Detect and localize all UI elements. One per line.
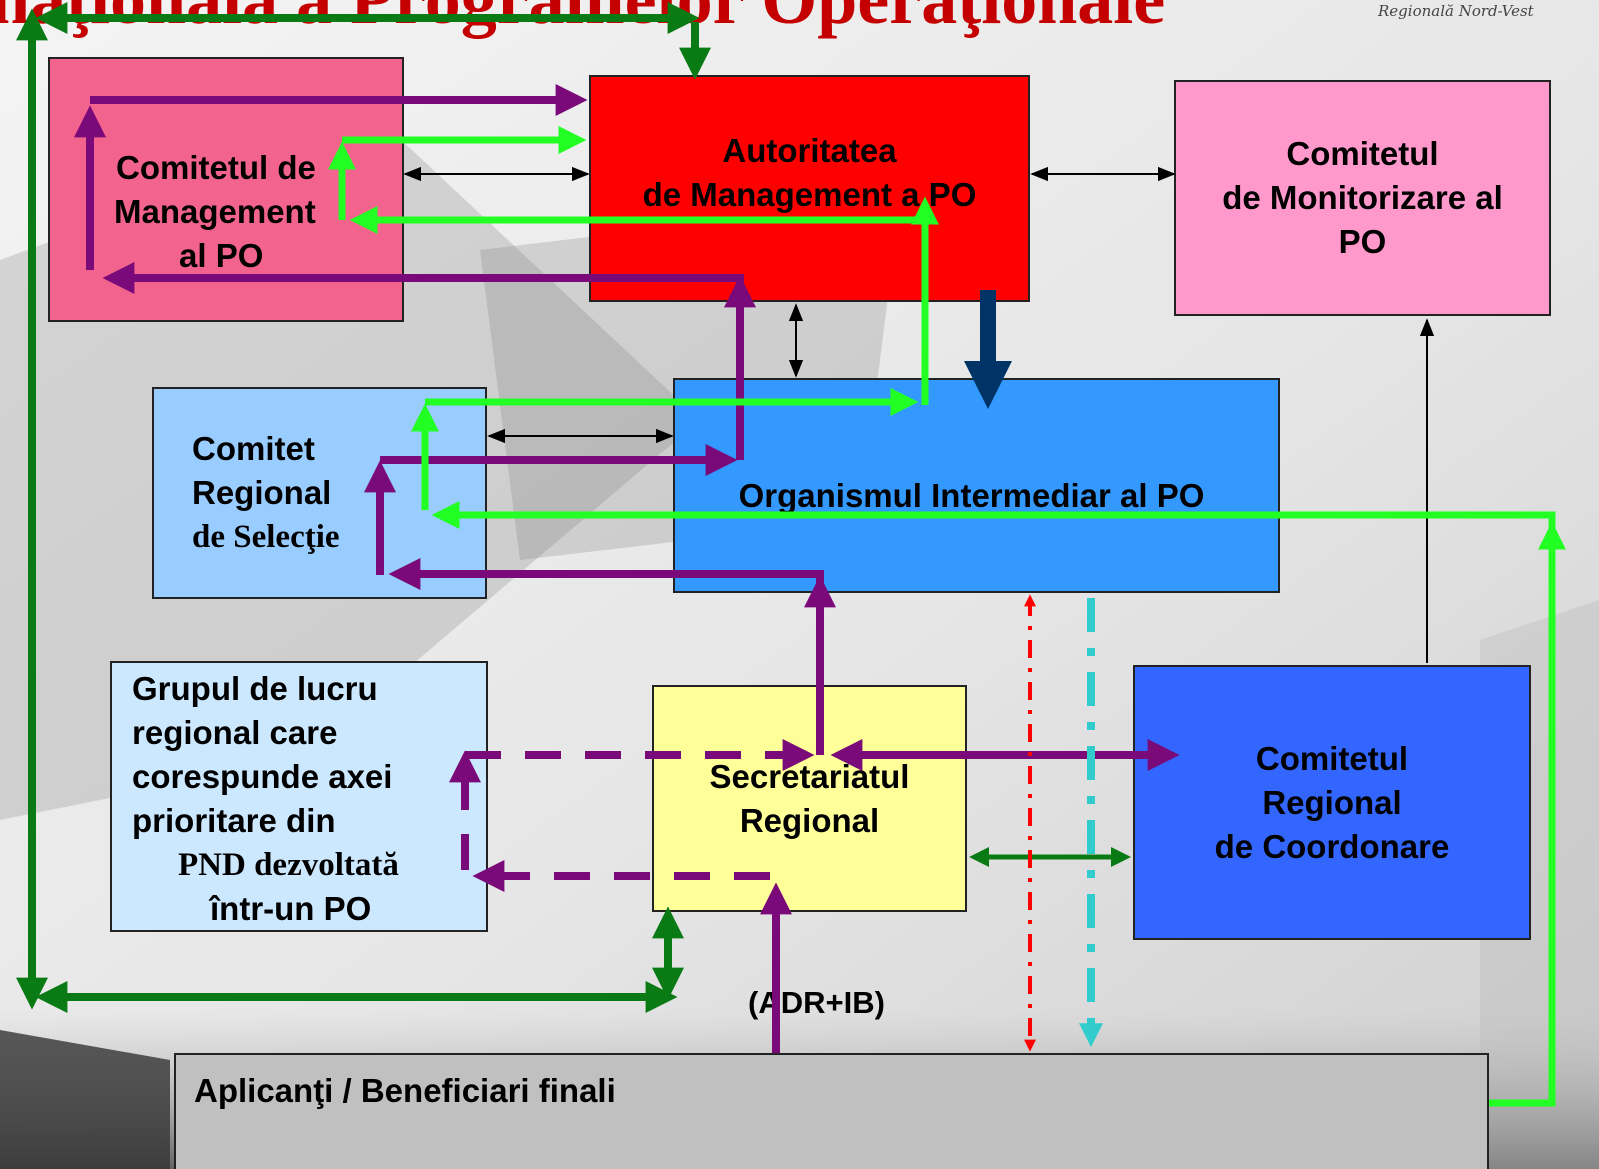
grupul-lucru-box: Grupul de lucru regional care corespunde… bbox=[110, 661, 488, 932]
box-label: al PO bbox=[179, 237, 264, 274]
box-label: de Coordonare bbox=[1214, 827, 1450, 865]
box-label: Autoritatea bbox=[722, 132, 897, 169]
box-label: PO bbox=[1338, 223, 1387, 260]
aplicanti-box: Aplicanţi / Beneficiari finali bbox=[174, 1053, 1489, 1169]
comitetul-monitorizare-box: Comitetul de Monitorizare al PO bbox=[1174, 80, 1551, 316]
autoritatea-management-box: Autoritatea de Management a PO bbox=[589, 75, 1030, 302]
organismul-intermediar-box: Organismul Intermediar al PO bbox=[673, 378, 1280, 593]
box-label: Comitet bbox=[192, 430, 315, 467]
box-label: Aplicanţi / Beneficiari finali bbox=[194, 1072, 616, 1109]
box-label: prioritare din bbox=[132, 801, 336, 839]
box-label: într-un PO bbox=[210, 889, 372, 927]
box-label: Regional bbox=[1262, 783, 1402, 821]
box-label: Organismul Intermediar al PO bbox=[738, 477, 1205, 514]
box-label: Regional bbox=[192, 474, 332, 511]
comitetul-coordonare-box: Comitetul Regional de Coordonare bbox=[1133, 665, 1531, 940]
box-label: de Monitorizare al bbox=[1222, 179, 1503, 216]
box-label: Grupul de lucru bbox=[132, 669, 378, 707]
logo-caption: Regională Nord-Vest bbox=[1378, 2, 1534, 20]
box-label: Management bbox=[114, 193, 316, 230]
box-label: de Selecţie bbox=[192, 519, 340, 555]
box-label: Comitetul de bbox=[116, 149, 316, 186]
box-label: regional care bbox=[132, 713, 338, 751]
box-label: corespunde axei bbox=[132, 757, 393, 795]
adr-ib-label: (ADR+IB) bbox=[748, 985, 885, 1020]
box-label: PND dezvoltată bbox=[178, 846, 399, 883]
box-label: Comitetul bbox=[1286, 135, 1439, 172]
box-label: Regional bbox=[739, 801, 880, 839]
box-label: Comitetul bbox=[1255, 739, 1409, 777]
